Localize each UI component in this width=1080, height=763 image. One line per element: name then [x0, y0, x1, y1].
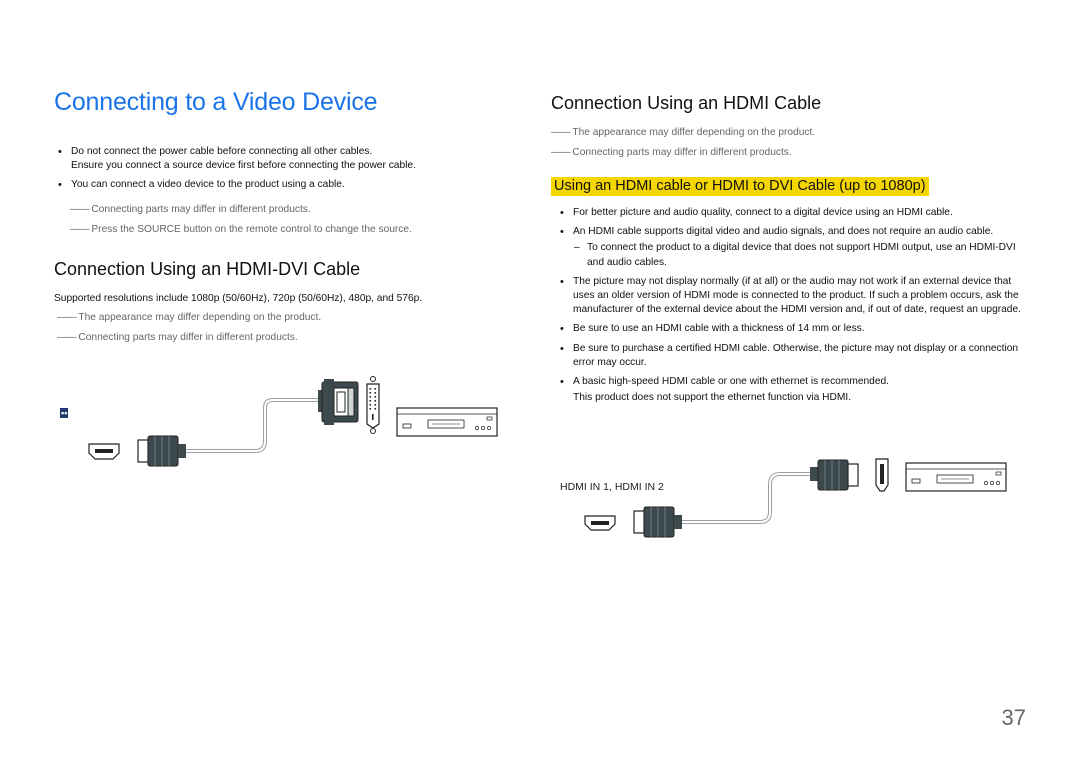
bullet-text: Be sure to use an HDMI cable with a thic…	[573, 323, 865, 335]
video-player-icon	[905, 462, 1007, 492]
intro-bullets: Do not connect the power cable before co…	[54, 145, 484, 198]
bullet-text: A basic high-speed HDMI cable or one wit…	[573, 376, 889, 388]
bullet-line: Ensure you connect a source device first…	[71, 160, 416, 172]
section-heading-hdmi: Connection Using an HDMI Cable	[551, 93, 822, 113]
note: ——Connecting parts may differ in differe…	[70, 204, 311, 215]
note: ——Connecting parts may differ in differe…	[57, 332, 298, 343]
note-text: Connecting parts may differ in different…	[91, 204, 311, 215]
note: ——The appearance may differ depending on…	[57, 312, 322, 323]
port-label: HDMI IN 1, HDMI IN 2	[560, 481, 664, 493]
list-item: For better picture and audio quality, co…	[556, 206, 1026, 220]
note: ——Press the SOURCE button on the remote …	[70, 224, 412, 235]
subheading-highlight: Using an HDMI cable or HDMI to DVI Cable…	[551, 177, 929, 196]
cable	[679, 472, 812, 524]
bullet-text: Be sure to purchase a certified HDMI cab…	[573, 342, 1019, 368]
page-title: Connecting to a Video Device	[54, 88, 378, 116]
subheading-text: Using an HDMI cable or HDMI to DVI Cable…	[551, 177, 929, 196]
port-label: ▪▪	[60, 408, 69, 418]
resolutions-text: Supported resolutions include 1080p (50/…	[54, 293, 423, 304]
note: ——Connecting parts may differ in differe…	[551, 147, 792, 158]
cable-core	[180, 399, 318, 452]
hdmi-plug-icon	[137, 435, 186, 467]
note-text: Connecting parts may differ in different…	[572, 147, 792, 158]
list-item: Do not connect the power cable before co…	[54, 145, 484, 173]
dash-note: To connect the product to a digital devi…	[573, 241, 1026, 269]
list-item: You can connect a video device to the pr…	[54, 178, 484, 192]
list-item: Be sure to purchase a certified HDMI cab…	[556, 342, 1026, 370]
hdmi-port-icon	[88, 443, 120, 460]
bullet-line: Do not connect the power cable before co…	[71, 146, 373, 157]
bullet-line: You can connect a video device to the pr…	[71, 179, 345, 191]
section-heading-hdmi-dvi: Connection Using an HDMI-DVI Cable	[54, 259, 361, 279]
bullet-text: For better picture and audio quality, co…	[573, 207, 953, 218]
dvi-port-icon	[366, 376, 380, 434]
page-number: 37	[1001, 705, 1026, 730]
bullet-text: An HDMI cable supports digital video and…	[573, 226, 994, 238]
hdmi-port-icon	[584, 515, 616, 531]
list-item: An HDMI cable supports digital video and…	[556, 225, 1026, 270]
bullet-subtext: This product does not support the ethern…	[573, 392, 852, 404]
note-text: The appearance may differ depending on t…	[572, 127, 816, 138]
cable-core	[679, 473, 812, 523]
hdmi-plug-icon	[633, 506, 682, 538]
list-item: The picture may not display normally (if…	[556, 275, 1026, 318]
hdmi-plug-icon	[810, 459, 859, 491]
list-item: Be sure to use an HDMI cable with a thic…	[556, 322, 1026, 336]
list-item: A basic high-speed HDMI cable or one wit…	[556, 375, 1026, 405]
note-text: Connecting parts may differ in different…	[78, 332, 298, 343]
hdmi-bullets: For better picture and audio quality, co…	[556, 206, 1026, 410]
bullet-text: The picture may not display normally (if…	[573, 275, 1021, 316]
note-text: Press the SOURCE button on the remote co…	[91, 224, 412, 235]
hdmi-port-icon	[875, 458, 889, 492]
note: ——The appearance may differ depending on…	[551, 127, 816, 138]
dvi-plug-icon	[318, 379, 359, 425]
note-text: The appearance may differ depending on t…	[78, 312, 322, 323]
video-player-icon	[396, 407, 498, 437]
